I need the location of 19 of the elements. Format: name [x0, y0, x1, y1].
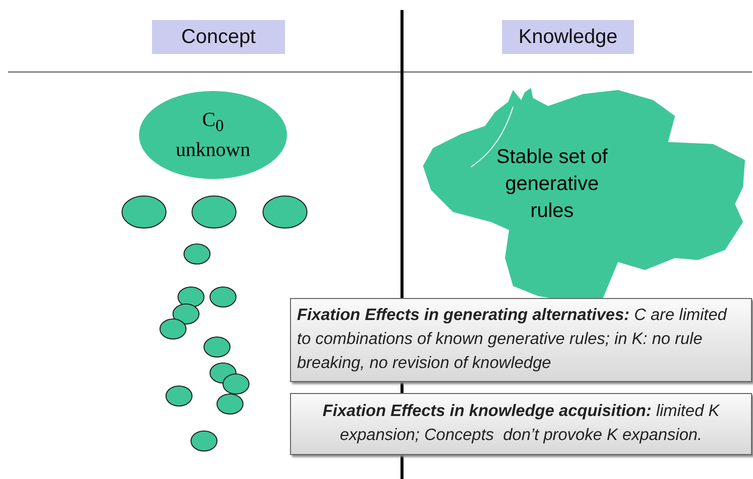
- concept-bubble: [122, 196, 166, 228]
- concept-bubble: [184, 244, 210, 264]
- concept-bubble: [262, 196, 308, 228]
- concept-bubble: [178, 286, 204, 308]
- concept-bubble: [222, 374, 250, 394]
- concept-bubble: [204, 336, 230, 358]
- concept-bubble: [166, 386, 192, 406]
- ellipse-label: C$_{0}$ unknown: [174, 108, 252, 163]
- concept-bubble: [210, 286, 236, 308]
- concept-bubble: [190, 430, 218, 452]
- column-header: Knowledge: [502, 20, 634, 54]
- column-header: Concept: [152, 20, 285, 54]
- note-box: Fixation Effects in generating alternatives: C are limited to combinations of known generative rules; in K: no rule breaking, no revision of knowledge: [290, 298, 752, 382]
- concept-bubble: [216, 394, 244, 414]
- concept-bubble: [160, 318, 186, 340]
- concept-bubble: [172, 304, 200, 324]
- concept-bubble: [192, 196, 236, 228]
- blob-label: Stable set of generative rules: [495, 144, 609, 224]
- note-box: Fixation Effects in knowledge acquisition: limited K expansion; Concepts don’t provoke K expansion.: [290, 393, 752, 455]
